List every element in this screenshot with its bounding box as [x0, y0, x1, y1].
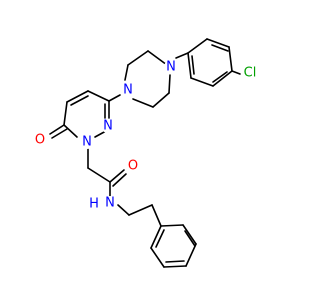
- bond: [49, 124, 65, 135]
- bond: [191, 55, 195, 75]
- bond: [206, 38, 230, 48]
- bond: [127, 50, 149, 66]
- bond: [184, 230, 196, 247]
- bond: [150, 225, 162, 249]
- bond: [109, 169, 125, 183]
- pyridazine-n1-label: N: [82, 135, 92, 150]
- bond: [163, 265, 187, 268]
- ring-oxygen-label: O: [35, 133, 45, 148]
- pyridazine-n2-label: N: [103, 119, 113, 134]
- bond: [112, 173, 127, 187]
- bond: [187, 52, 192, 79]
- bond: [160, 224, 184, 227]
- amide-oxygen-label: O: [128, 159, 138, 174]
- chlorine-label: Cl: [244, 66, 257, 81]
- bond: [165, 260, 185, 263]
- bond: [231, 70, 241, 75]
- atom-labels: Cl N N N N O O H N: [33, 60, 258, 212]
- bond: [182, 224, 197, 245]
- bond: [147, 50, 168, 66]
- bond: [151, 204, 162, 227]
- bond: [124, 64, 129, 81]
- bonds: [49, 38, 241, 268]
- bond: [51, 128, 68, 139]
- bond: [117, 204, 130, 216]
- bond: [168, 74, 171, 94]
- bond: [108, 94, 121, 102]
- bond: [94, 130, 107, 138]
- bond: [155, 229, 165, 248]
- bond: [128, 204, 153, 216]
- bond: [87, 90, 110, 102]
- bond: [66, 90, 89, 103]
- bond: [212, 70, 233, 87]
- bond: [190, 77, 214, 87]
- bond: [150, 247, 165, 268]
- bond: [175, 52, 189, 59]
- amide-n-label: N: [105, 196, 115, 211]
- bond: [185, 243, 197, 267]
- structure-drawing: Cl N N N N O O H N: [33, 38, 258, 268]
- molecule-diagram: Cl N N N N O O H N: [33, 38, 258, 268]
- bond: [63, 101, 68, 126]
- bond: [187, 38, 208, 54]
- bond: [211, 44, 229, 52]
- bond: [212, 71, 228, 83]
- bond: [132, 98, 154, 108]
- amide-h-label: H: [89, 197, 99, 212]
- piperazine-n-upper-label: N: [166, 60, 176, 75]
- bond: [228, 46, 233, 72]
- piperazine-n-lower-label: N: [123, 83, 133, 98]
- bond: [70, 95, 89, 106]
- bond: [152, 92, 170, 108]
- bond: [63, 124, 78, 138]
- bond: [87, 167, 111, 183]
